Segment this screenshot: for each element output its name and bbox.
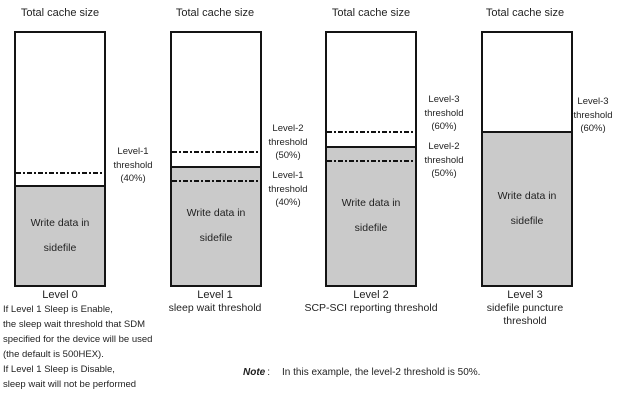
level-1-threshold-line: [172, 179, 260, 182]
fill-label-line2: sidefile: [510, 214, 544, 227]
threshold-label-level-2-50: Level-2 threshold (50%): [424, 141, 464, 179]
caption-level: Level 0: [42, 289, 78, 301]
level-2-threshold-line: [172, 150, 260, 153]
total-cache-size-title: Total cache size: [485, 7, 565, 19]
caption-subtitle: sleep wait threshold: [168, 302, 262, 314]
figure-level-0: Total cache size Write data in sidefile …: [0, 0, 120, 340]
sidefile-fill-label: Write data in sidefile: [187, 201, 246, 251]
example-note: Note: In this example, the level-2 thresh…: [243, 367, 480, 378]
fill-label-line1: Write data in: [341, 197, 401, 210]
sidefile-fill: Write data in sidefile: [327, 145, 415, 285]
fill-label-line2: sidefile: [43, 241, 77, 254]
footnote-line: the sleep wait threshold that SDM: [3, 319, 146, 330]
footnote-line: If Level 1 Sleep is Disable,: [3, 364, 115, 375]
level-1-sleep-footnote: If Level 1 Sleep is Enable, the sleep wa…: [3, 302, 213, 392]
cache-bar: Write data in sidefile: [14, 31, 106, 287]
bar-caption: Level 0: [0, 289, 120, 301]
figure-level-2: Total cache size Write data in sidefile …: [304, 0, 438, 340]
caption-subtitle: sidefile puncture threshold: [486, 302, 564, 327]
threshold-label-level-2-50: Level-2 threshold (50%): [268, 123, 308, 161]
footnote-line: specified for the device will be used: [3, 334, 153, 345]
sidefile-fill-label: Write data in sidefile: [498, 184, 557, 234]
footnote-line: sleep wait will not be performed: [3, 379, 137, 390]
caption-subtitle: SCP-SCI reporting threshold: [304, 302, 438, 314]
caption-level: Level 2: [353, 289, 389, 301]
threshold-label-level-1-40: Level-1 threshold (40%): [113, 146, 153, 184]
bar-caption: Level 1 sleep wait threshold: [155, 289, 275, 314]
cache-bar: Write data in sidefile: [170, 31, 262, 287]
figure-level-1: Total cache size Write data in sidefile …: [155, 0, 275, 340]
sidefile-fill: Write data in sidefile: [16, 184, 104, 285]
level-2-threshold-line: [327, 159, 415, 162]
fill-label-line2: sidefile: [354, 222, 388, 235]
note-label: Note: [243, 367, 266, 378]
total-cache-size-title: Total cache size: [20, 7, 100, 19]
figure-level-3: Total cache size Write data in sidefile …: [465, 0, 585, 340]
sidefile-fill: Write data in sidefile: [483, 130, 571, 285]
total-cache-size-title: Total cache size: [331, 7, 411, 19]
sidefile-fill-label: Write data in sidefile: [342, 191, 401, 241]
caption-level: Level 3: [507, 289, 543, 301]
footnote-line: (the default is 500HEX).: [3, 349, 104, 360]
threshold-label-level-3-60: Level-3 threshold (60%): [573, 96, 613, 134]
note-text: In this example, the level-2 threshold i…: [282, 367, 481, 378]
total-cache-size-title: Total cache size: [175, 7, 255, 19]
cache-bar: Write data in sidefile: [325, 31, 417, 287]
bar-caption: Level 2 SCP-SCI reporting threshold: [304, 289, 438, 314]
fill-label-line1: Write data in: [30, 216, 90, 229]
sidefile-fill-label: Write data in sidefile: [31, 211, 90, 261]
fill-label-line1: Write data in: [497, 189, 557, 202]
note-colon: :: [267, 367, 271, 378]
level-3-threshold-line: [327, 130, 415, 133]
threshold-label-level-1-40: Level-1 threshold (40%): [268, 170, 308, 208]
sidefile-fill: Write data in sidefile: [172, 165, 260, 285]
fill-label-line1: Write data in: [186, 207, 246, 220]
threshold-label-level-3-60: Level-3 threshold (60%): [424, 94, 464, 132]
cache-bar: Write data in sidefile: [481, 31, 573, 287]
level-1-threshold-line: [16, 172, 104, 175]
fill-label-line2: sidefile: [199, 232, 233, 245]
caption-level: Level 1: [197, 289, 233, 301]
footnote-line: If Level 1 Sleep is Enable,: [3, 304, 113, 315]
bar-caption: Level 3 sidefile puncture threshold: [465, 289, 585, 327]
